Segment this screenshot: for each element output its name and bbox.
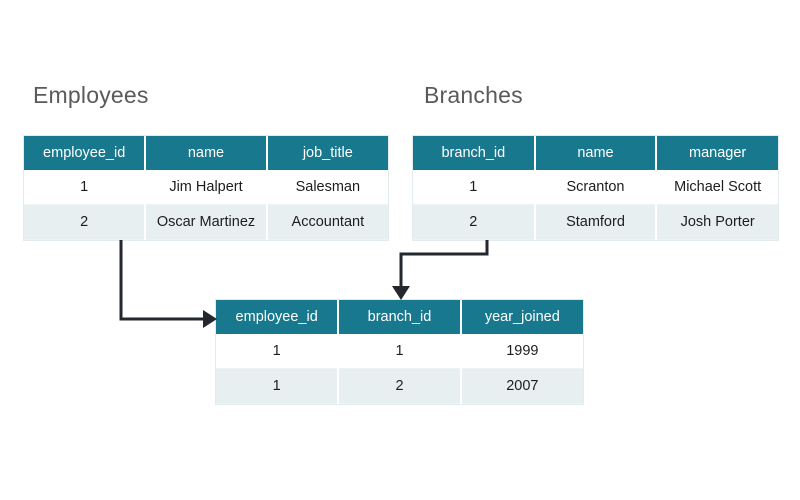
cell-manager: Josh Porter: [656, 204, 778, 240]
column-header-year-joined: year_joined: [460, 300, 583, 334]
cell-employee-id: 2: [24, 204, 147, 240]
column-header-name: name: [534, 136, 658, 170]
cell-employee-id: 1: [216, 334, 340, 369]
cell-year-joined: 1999: [460, 334, 583, 369]
cell-manager: Michael Scott: [656, 170, 778, 205]
cell-name: Scranton: [534, 170, 658, 205]
employees-table-title: Employees: [33, 82, 149, 108]
table-row: 1 2 2007: [216, 368, 583, 404]
column-header-branch-id: branch_id: [338, 300, 462, 334]
cell-job-title: Accountant: [266, 204, 388, 240]
table-header-row: employee_id name job_title: [24, 136, 388, 170]
branches-table-title: Branches: [424, 82, 523, 108]
table-row: 1 1 1999: [216, 334, 583, 369]
cell-branch-id: 2: [338, 368, 462, 404]
employees-table: employee_id name job_title 1 Jim Halpert…: [24, 136, 388, 240]
column-header-job-title: job_title: [266, 136, 388, 170]
column-header-employee-id: employee_id: [216, 300, 340, 334]
branches-to-junction-arrowhead: [392, 286, 410, 300]
employees-to-junction-arrowhead: [203, 310, 217, 328]
column-header-name: name: [145, 136, 268, 170]
cell-job-title: Salesman: [266, 170, 388, 205]
branches-table: branch_id name manager 1 Scranton Michae…: [413, 136, 778, 240]
cell-branch-id: 2: [413, 204, 536, 240]
cell-branch-id: 1: [413, 170, 536, 205]
column-header-employee-id: employee_id: [24, 136, 147, 170]
table-row: 2 Stamford Josh Porter: [413, 204, 778, 240]
table-row: 1 Scranton Michael Scott: [413, 170, 778, 205]
column-header-branch-id: branch_id: [413, 136, 536, 170]
column-header-manager: manager: [656, 136, 778, 170]
cell-employee-id: 1: [216, 368, 340, 404]
employee-branch-table: employee_id branch_id year_joined 1 1 19…: [216, 300, 583, 404]
table-header-row: branch_id name manager: [413, 136, 778, 170]
branches-to-junction-arrow-line: [399, 240, 489, 287]
cell-name: Stamford: [534, 204, 658, 240]
cell-year-joined: 2007: [460, 368, 583, 404]
cell-employee-id: 1: [24, 170, 147, 205]
cell-branch-id: 1: [338, 334, 462, 369]
table-row: 2 Oscar Martinez Accountant: [24, 204, 388, 240]
cell-name: Oscar Martinez: [145, 204, 268, 240]
cell-name: Jim Halpert: [145, 170, 268, 205]
table-row: 1 Jim Halpert Salesman: [24, 170, 388, 205]
table-header-row: employee_id branch_id year_joined: [216, 300, 583, 334]
employees-to-junction-arrow-line: [119, 240, 203, 321]
